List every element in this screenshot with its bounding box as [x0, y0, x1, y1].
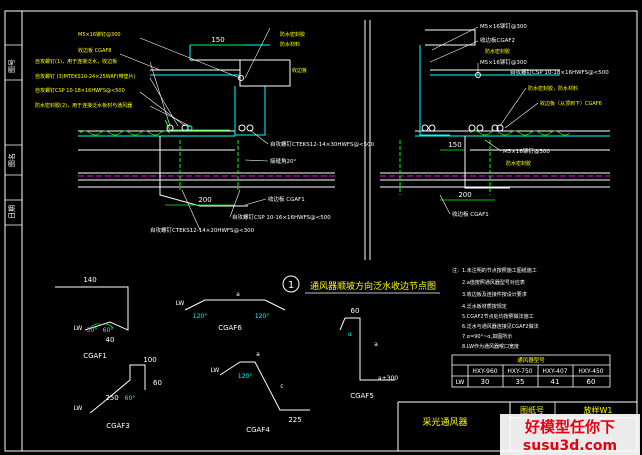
- profile-cgaf3: [89, 364, 146, 414]
- cgaf3-lw: LW: [74, 405, 83, 412]
- table-model-3: HXY-407: [542, 368, 567, 375]
- cgaf6-angle-l: 120°: [193, 313, 207, 320]
- table-value-4: 60: [587, 378, 596, 386]
- margin-label-2: 图名: [7, 153, 16, 167]
- callout-tc2: 防水材料: [280, 41, 300, 48]
- callout-tc1: 防水密封胶: [280, 31, 305, 38]
- dim-left-bottom: 200: [198, 196, 211, 204]
- cgaf3-dim-top: 100: [143, 356, 156, 364]
- cgaf4-c: c: [280, 383, 283, 390]
- cgaf5-alpha: α: [348, 331, 352, 338]
- cgaf3-dim-end: 60: [153, 379, 162, 387]
- callout-l5: 自攻螺钉CSP 10-18×16HWFS@<500: [35, 87, 125, 94]
- cgaf3-angle: 60°: [125, 395, 136, 402]
- cgaf4-dim-bottom: 225: [288, 416, 301, 424]
- section-title: 通风器顺坡方向泛水收边节点图: [310, 280, 436, 292]
- cgaf1-lw: LW: [74, 325, 83, 332]
- dim-right-bottom: 200: [458, 191, 471, 199]
- note-1: 注：1.未注明的节点按照施工图纸施工: [452, 267, 537, 274]
- cgaf1-dim-top: 140: [83, 276, 96, 284]
- note-2: 2.a值按照通风器型号对应表: [462, 279, 525, 286]
- callout-r8: M5×16铆钉@300: [503, 147, 550, 155]
- margin-label-3: 日期: [8, 205, 16, 219]
- title-block-title: 采光通风器: [422, 416, 467, 428]
- callout-c5: 自攻螺钉CSP 10-16×16HWFS@<500: [232, 213, 331, 221]
- cgaf4-a: a: [256, 351, 260, 358]
- callout-r7: 收边板（从顶到下）CGAF6: [540, 100, 602, 107]
- margin-label-1: 图号: [8, 59, 16, 73]
- right-callouts: M5×16铆钉@300 收边板CGAF2 防水密封胶 M5×16铆钉@300 自…: [452, 22, 609, 218]
- cgaf5-dim-top: 60: [351, 307, 360, 315]
- section-number-circle: [282, 275, 300, 293]
- cgaf5-a: a: [374, 341, 378, 348]
- callout-c1: 收边板: [292, 67, 307, 74]
- callout-l6: 防水密封胶(2)，用于连接泛水板材与通风器: [35, 102, 132, 109]
- callout-r6: 防水密封胶，防水材料: [528, 85, 578, 92]
- cgaf6-angle-r: 120°: [255, 313, 269, 320]
- table-header: 通风器型号: [517, 356, 545, 364]
- table-model-4: HXY-450: [578, 368, 603, 375]
- callout-l4: 自攻螺钉 (3)MTEKS10-24×25WAF(带垫片): [35, 73, 136, 80]
- table-model-1: HXY-960: [472, 368, 497, 375]
- note-8: 8.LW作为通风器喉口宽度: [462, 343, 519, 350]
- callout-r5: 自攻螺钉CSP 10-18×16HWFS@<500: [510, 68, 609, 76]
- note-3: 3.收边板及连接件按设计要求: [462, 291, 527, 298]
- sheet-frame: [4, 10, 638, 452]
- notes: 注：1.未注明的节点按照施工图纸施工 2.a值按照通风器型号对应表 3.收边板及…: [452, 267, 539, 350]
- cgaf5-label: CGAF5: [350, 392, 374, 400]
- table-row-label: LW: [456, 379, 465, 386]
- profile-cgaf4: [219, 361, 310, 411]
- cgaf6-lw: LW: [176, 300, 185, 307]
- cgaf4-label: CGAF4: [246, 426, 270, 434]
- callout-r2: 收边板CGAF2: [480, 36, 515, 44]
- watermark-line2: susu3d.com: [523, 438, 617, 454]
- note-5: 5.CGAF2节点处均按照做法施工: [462, 313, 534, 320]
- table-value-1: 30: [481, 378, 490, 386]
- drawing-no-value: 放样W1: [584, 405, 613, 415]
- callout-c2: 自攻螺钉CTEKS12-14×30HWFS@<500: [270, 140, 375, 148]
- profile-cgaf6: [184, 299, 286, 311]
- callout-r4: M5×16铆钉@300: [480, 58, 527, 66]
- section-number: 1: [288, 280, 294, 291]
- callout-c6: 自攻螺钉CTEKS12-14×20HWFS@<300: [150, 226, 255, 234]
- callout-r9: 防水密封胶: [506, 160, 531, 167]
- left-callouts: M5×16铆钉@300 收边板 CGAF8 自攻螺钉(1)，用于连接泛水，收边板…: [35, 31, 136, 109]
- cgaf4-angle: 120°: [238, 373, 252, 380]
- callout-l3: 自攻螺钉(1)，用于连接泛水，收边板: [35, 58, 117, 65]
- watermark-box: [500, 414, 640, 455]
- callout-l2: 收边板 CGAF8: [78, 47, 111, 54]
- cgaf6-a: a: [236, 291, 240, 298]
- drawing-no-label: 图纸号: [520, 405, 544, 415]
- dimensions: [165, 44, 495, 206]
- model-table: [451, 354, 611, 388]
- cgaf6-label: CGAF6: [218, 324, 242, 332]
- cgaf1-angle-b: 60°: [103, 327, 114, 334]
- profile-cgaf5: [339, 317, 395, 381]
- cgaf4-lw: LW: [211, 367, 220, 374]
- note-7: 7.α=90°~α,如图所示: [462, 333, 512, 340]
- callout-r1: M5×16铆钉@300: [480, 22, 527, 30]
- cgaf1-dim-side: 40: [106, 336, 115, 344]
- cgaf5-dim-bottom: a+300: [378, 375, 398, 382]
- dim-top-width: 150: [211, 36, 224, 44]
- callout-r3: 防水密封胶: [485, 48, 510, 55]
- cgaf3-label: CGAF3: [106, 422, 130, 430]
- note-6: 6.泛水与通风器连接见CGAF2做法: [462, 323, 539, 330]
- right-node-detail: [380, 29, 610, 195]
- note-4: 4.泛水板材质按规定: [462, 303, 507, 310]
- profile-cgaf1: [55, 286, 129, 331]
- cgaf1-angle-a: 30°: [87, 327, 98, 334]
- dim-right-mid: 150: [448, 141, 461, 149]
- table-value-2: 35: [516, 378, 525, 386]
- table-value-3: 41: [551, 378, 560, 386]
- table-model-2: HXY-750: [507, 368, 532, 375]
- cgaf3-dim-side: 250: [105, 394, 118, 402]
- callout-c4: 收边板 CGAF1: [268, 195, 305, 203]
- callout-l1: M5×16铆钉@300: [78, 31, 121, 38]
- callout-c3: 接缝角20°: [270, 157, 296, 165]
- callout-r10: 收边板 CGAF1: [452, 210, 489, 218]
- watermark-line1: 好模型任你下: [524, 418, 615, 436]
- cgaf1-label: CGAF1: [83, 352, 107, 360]
